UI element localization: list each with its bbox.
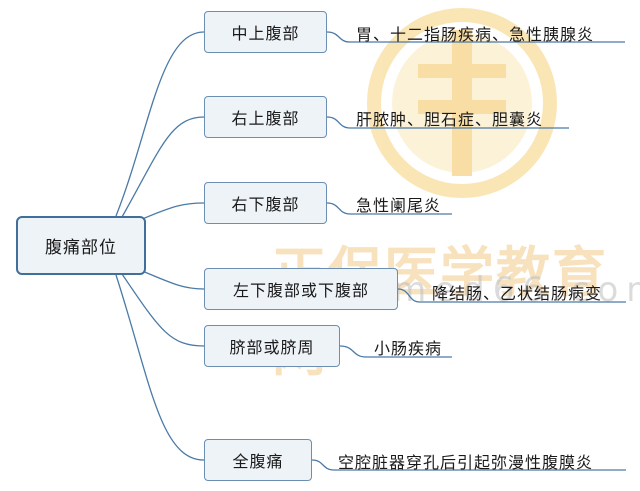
branch-node-4[interactable]: 左下腹部或下腹部 [204,268,398,310]
branch-node-5[interactable]: 脐部或脐周 [204,325,340,367]
connector-5 [121,273,205,347]
connector-2 [121,116,205,218]
detail-text-3: 急性阑尾炎 [356,196,442,215]
leaf-connector-3 [326,202,452,215]
connector-3 [139,202,205,221]
leaf-connector-5 [339,345,452,358]
connector-6 [115,274,205,461]
branch-node-1[interactable]: 中上腹部 [204,11,327,53]
branch-label: 全腹痛 [232,452,284,471]
root-label: 腹痛部位 [45,238,117,258]
detail-text-2: 肝脓肿、胆石症、胆囊炎 [356,110,544,129]
watermark-logo-ring [367,8,557,198]
detail-text-5: 小肠疾病 [374,339,443,358]
branch-node-2[interactable]: 右上腹部 [204,96,327,138]
leaf-connector-1 [326,31,625,43]
connector-1 [115,31,205,217]
detail-text-4: 降结肠、乙状结肠病变 [432,284,603,303]
branch-label: 右下腹部 [231,195,300,214]
connector-4 [139,269,205,290]
detail-text-1: 胃、十二指肠疾病、急性胰腺炎 [356,25,595,44]
leaf-connector-4 [397,288,626,303]
root-node[interactable]: 腹痛部位 [16,216,146,275]
branch-node-6[interactable]: 全腹痛 [204,439,312,481]
leaf-connector-6 [311,459,626,471]
branch-label: 右上腹部 [231,109,300,128]
leaf-connector-2 [326,116,569,129]
branch-label: 脐部或脐周 [229,338,315,357]
branch-label: 中上腹部 [231,24,300,43]
branch-node-3[interactable]: 右下腹部 [204,182,327,224]
detail-text-6: 空腔脏器穿孔后引起弥漫性腹膜炎 [338,453,594,472]
branch-label: 左下腹部或下腹部 [232,281,369,300]
